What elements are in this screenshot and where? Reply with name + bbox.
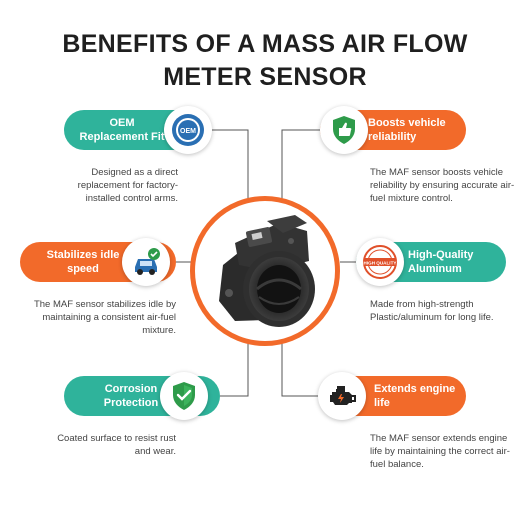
car-check-icon [122, 238, 170, 286]
benefit-aluminum-description: Made from high-strength Plastic/aluminum… [370, 299, 494, 323]
sensor-image-frame [190, 196, 340, 346]
mass-air-flow-sensor-photo [219, 215, 315, 327]
connector-corrosion [220, 340, 249, 397]
high-quality-stamp-icon: HIGH QUALITY [356, 238, 404, 286]
benefit-reliability-label: Boosts vehicle reliability [368, 117, 446, 143]
oem-seal-icon: OEM [164, 106, 212, 154]
connector-oem [200, 129, 249, 200]
connector-reliability [281, 129, 320, 200]
shield-check-icon [160, 372, 208, 420]
engine-icon [318, 372, 366, 420]
benefit-corrosion-description: Coated surface to resist rust and wear. [57, 433, 176, 457]
high-quality-stamp-text: HIGH QUALITY [364, 260, 397, 265]
benefit-idle-label: Stabilizes idle speed [46, 249, 120, 275]
title-line-2: METER SENSOR [163, 63, 367, 91]
benefit-engine-label: Extends engine life [374, 383, 456, 409]
benefit-idle-description: The MAF sensor stabilizes idle by mainta… [33, 299, 176, 336]
page-title: BENEFITS OF A MASS AIR FLOW METER SENSOR [0, 28, 530, 94]
benefit-reliability-description: The MAF sensor boosts vehicle reliabilit… [370, 167, 515, 204]
benefit-engine-description: The MAF sensor extends engine life by ma… [370, 433, 510, 470]
connector-engine [281, 340, 330, 397]
benefit-corrosion-label: Corrosion Protection [103, 383, 159, 409]
title-line-1: BENEFITS OF A MASS AIR FLOW [62, 30, 468, 58]
benefit-aluminum-label: High-Quality Aluminum [408, 249, 474, 275]
shield-thumbs-up-icon [320, 106, 368, 154]
oem-seal-text: OEM [180, 128, 196, 135]
benefit-oem-label: OEM Replacement Fit [79, 117, 165, 143]
benefit-oem-description: Designed as a direct replacement for fac… [77, 167, 178, 204]
